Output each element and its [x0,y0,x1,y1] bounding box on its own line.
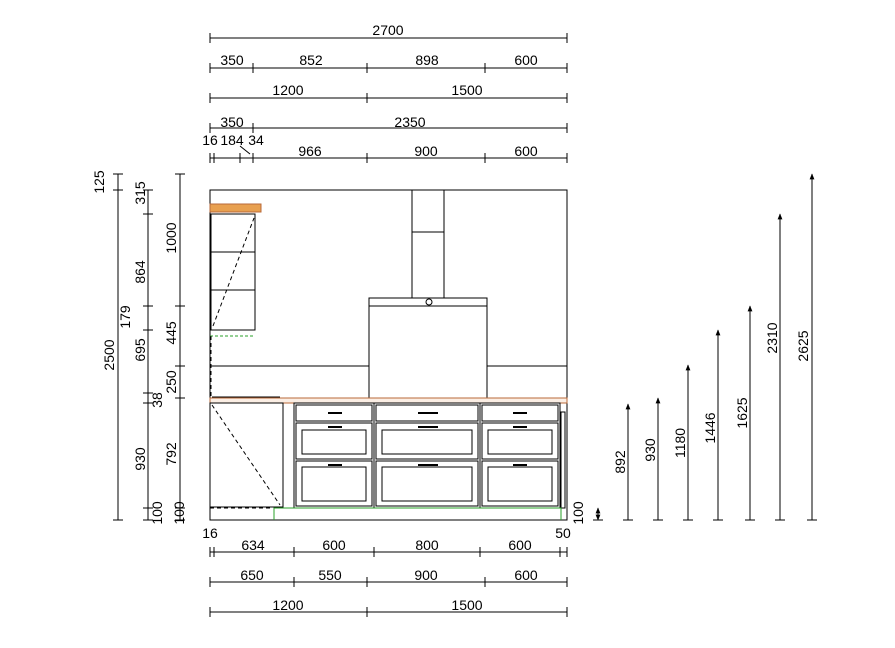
dim-bottom-row1-0: 634 [241,537,265,553]
dim-right-1: 892 [612,450,628,474]
dim-right-6: 2310 [764,322,780,353]
dim-left-col2-4: 38 [149,392,165,408]
top-dimensions: 2700 350 852 898 600 1200 1500 350 2350 … [202,22,568,163]
bottom-dimensions: 16 50 634 600 800 600 650 550 900 600 12… [202,525,571,617]
worktop [209,397,568,404]
corner-unit [209,402,284,508]
wall-outline [209,189,568,521]
kitchen-elevation [209,189,568,521]
dim-left-col3-1: 445 [163,321,179,345]
dim-right-4: 1446 [702,412,718,443]
drawer-unit-right [479,402,561,509]
dim-bottom-row2-0: 650 [240,567,264,583]
dim-left-col2-6: 100 [149,501,165,525]
dim-top-row4-1: 2350 [394,114,425,130]
dim-right-0: 100 [570,501,586,525]
right-dimensions: 100 892 930 1180 1446 1625 2310 2625 [570,173,817,525]
dim-bottom-row1-1: 600 [322,537,346,553]
dim-left-col3-4: 100 [171,501,187,525]
shelf-top-board [209,203,262,213]
dim-top-row5-1: 184 [220,132,244,148]
dim-top-row4-0: 350 [220,114,244,130]
dim-top-row2-2: 898 [415,52,439,68]
dim-top-row3-1: 1500 [451,82,482,98]
hood-chimney-lower [411,231,445,299]
dim-left-col3-3: 792 [163,442,179,466]
drawer-unit-middle [373,402,481,509]
dim-right-2: 930 [642,438,658,462]
dim-left-col3-0: 1000 [163,222,179,253]
dim-right-3: 1180 [672,428,688,458]
dim-top-row2-1: 852 [299,52,323,68]
drawer-unit-left [293,402,375,509]
left-dimensions: 125 2500 315 864 179 695 38 930 100 1000… [91,170,187,525]
dim-left-col2-2: 179 [117,305,133,329]
dim-bottom-row3-1: 1500 [451,597,482,613]
open-shelf-unit [210,213,256,331]
dim-top-row5-5: 600 [514,143,538,159]
dim-bottom-row2-1: 550 [318,567,342,583]
end-panel [560,411,566,509]
dim-top-row2-3: 600 [514,52,538,68]
dim-left-col2-0: 315 [132,181,148,205]
dim-right-5: 1625 [734,397,750,428]
hood-knob-icon [425,298,433,306]
dim-top-row5-4: 900 [414,143,438,159]
hood-splash-panel [368,305,488,399]
dim-top-row5-2: 34 [248,132,264,148]
dim-bottom-row1-2: 800 [415,537,439,553]
dim-left-col1-0: 125 [91,170,107,194]
dim-bottom-end-0: 16 [202,525,218,541]
dim-bottom-row1-3: 600 [508,537,532,553]
dim-left-col2-1: 864 [132,260,148,284]
dim-bottom-end-1: 50 [555,525,571,541]
plinth [273,507,562,520]
dim-left-col2-5: 930 [132,447,148,471]
dim-bottom-row2-2: 900 [414,567,438,583]
dim-left-col2-3: 695 [132,338,148,362]
hood-chimney-upper [411,189,445,233]
dim-top-row5-0: 16 [202,132,218,148]
dim-top-row2-0: 350 [220,52,244,68]
dim-right-7: 2625 [795,330,811,361]
dim-top-row1-0: 2700 [372,22,403,38]
dim-bottom-row2-3: 600 [514,567,538,583]
dim-top-row3-0: 1200 [272,82,303,98]
dim-left-col1-1: 2500 [101,339,117,370]
dim-left-col3-2: 250 [163,370,179,394]
dim-top-row5-3: 966 [298,143,322,159]
dim-bottom-row3-0: 1200 [272,597,303,613]
